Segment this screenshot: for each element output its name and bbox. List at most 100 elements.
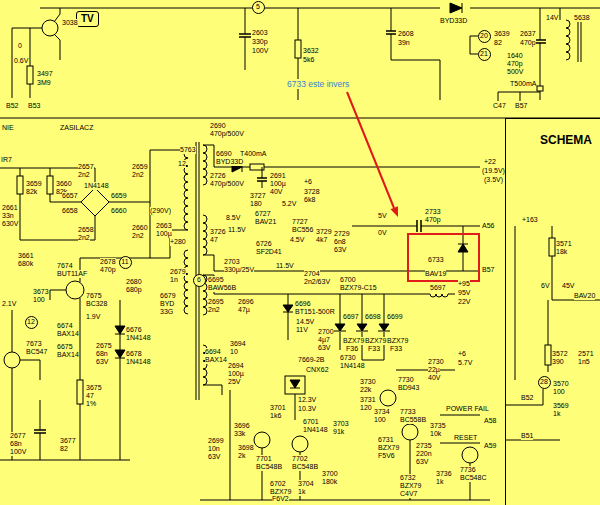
- component-label: 95V: [458, 289, 470, 297]
- component-label: 2678: [100, 258, 116, 266]
- component-label: 6730: [340, 354, 356, 362]
- component-label: 2733: [425, 208, 441, 216]
- component-label: 220n: [416, 450, 432, 458]
- callout-number: 12: [25, 316, 38, 329]
- component-label: 22µ: [428, 366, 440, 374]
- component-label: 2608: [398, 30, 414, 38]
- component-label: 7730: [398, 376, 414, 384]
- component-label: BC558B: [400, 416, 426, 424]
- component-label: 3570: [553, 380, 569, 388]
- component-label: 3730: [360, 378, 376, 386]
- component-label: 1N4148: [126, 358, 151, 366]
- capacitor-symbol: [34, 31, 546, 433]
- annotation-arrow-line: [347, 92, 394, 208]
- component-label: 91k: [333, 428, 344, 436]
- component-label: 2704: [304, 270, 320, 278]
- component-label: 2k: [238, 452, 245, 460]
- component-label: 1k: [553, 410, 560, 418]
- component-label: 6694: [205, 348, 221, 356]
- component-label: 3703: [333, 420, 349, 428]
- component-label: 6701: [303, 418, 319, 426]
- component-label: 2n2: [132, 232, 144, 240]
- component-label: BYD33D: [216, 158, 243, 166]
- component-label: 7733: [400, 408, 416, 416]
- component-label: +163: [522, 216, 538, 224]
- callout-number: 28: [538, 376, 551, 389]
- component-label: 470p: [100, 266, 116, 274]
- component-label: POWER FAIL: [446, 405, 489, 413]
- component-label: F36: [346, 345, 358, 353]
- component-label: 2n2: [78, 234, 90, 242]
- component-label: 330p: [252, 38, 268, 46]
- component-label: 6n8: [334, 238, 346, 246]
- resistor-symbol: [545, 345, 551, 365]
- component-label: 180k: [322, 478, 337, 486]
- component-label: 5.7V: [458, 359, 472, 367]
- component-label: 680k: [18, 260, 33, 268]
- component-label: 3661: [18, 252, 34, 260]
- component-label: 12.3V: [298, 396, 316, 404]
- component-label: 5k6: [303, 56, 314, 64]
- component-label: 3735: [430, 422, 446, 430]
- component-label: 2571: [578, 350, 594, 358]
- component-label: 2696: [238, 298, 254, 306]
- component-label: 2663: [156, 222, 172, 230]
- callout-number: 20: [478, 30, 491, 43]
- component-label: BAV20: [574, 292, 595, 300]
- component-label: 6727: [255, 210, 271, 218]
- component-label: 68n: [96, 350, 108, 358]
- component-label: 63V: [96, 358, 108, 366]
- component-label: 470p/500V: [210, 180, 244, 188]
- component-label: B52: [521, 394, 533, 402]
- node-text: 28: [540, 378, 548, 386]
- component-label: 2729: [334, 230, 350, 238]
- component-label: 3704: [298, 480, 314, 488]
- component-label: 6678: [126, 350, 142, 358]
- component-label: 2695: [208, 298, 224, 306]
- component-label: 470p: [520, 39, 536, 47]
- component-label: BAV21: [255, 218, 276, 226]
- component-label: 6676: [126, 326, 142, 334]
- component-label: +22: [484, 158, 496, 166]
- transistor-symbol: [402, 424, 418, 440]
- component-label: B51: [521, 432, 533, 440]
- component-label: 6732: [400, 474, 416, 482]
- component-label: B53: [28, 102, 40, 110]
- component-label: +95: [458, 280, 470, 288]
- component-label: A58: [484, 417, 496, 425]
- schematic-lines: [0, 3, 600, 500]
- component-label: C47: [493, 102, 506, 110]
- component-label: A56: [482, 222, 494, 230]
- component-label: 63V: [334, 246, 346, 254]
- component-label: 6731: [378, 436, 394, 444]
- fuse-symbol: [537, 86, 543, 91]
- transistor-symbol: [292, 436, 308, 452]
- transistor-symbol: [4, 352, 20, 368]
- component-label: BD943: [398, 384, 419, 392]
- component-label: 2691: [270, 172, 286, 180]
- node-text: 21: [480, 50, 488, 58]
- component-label: 1n: [170, 276, 178, 284]
- component-label: 6702: [270, 480, 286, 488]
- component-label: 100µ: [270, 180, 286, 188]
- component-label: 6726: [256, 240, 272, 248]
- component-label: 100: [374, 416, 386, 424]
- component-label: BAW56B: [208, 284, 236, 292]
- transformer-winding: [184, 20, 570, 385]
- component-label: 630V: [2, 220, 18, 228]
- component-label: 63V: [416, 458, 428, 466]
- component-label: 11.5V: [276, 262, 294, 270]
- component-label: 470p: [507, 60, 523, 68]
- component-label: 1N4148: [126, 334, 151, 342]
- component-label: 40V: [428, 374, 440, 382]
- component-label: 180: [250, 200, 262, 208]
- component-label: BC328: [86, 300, 107, 308]
- component-label: T400mA: [240, 150, 266, 158]
- component-label: 14V: [546, 14, 558, 22]
- component-label: 82: [494, 39, 502, 47]
- component-label: 7701: [256, 455, 272, 463]
- component-label: A59: [484, 442, 496, 450]
- component-label: BUT11AF: [57, 270, 87, 278]
- component-label: 6697: [343, 313, 359, 321]
- component-label: BYD33D: [440, 17, 467, 25]
